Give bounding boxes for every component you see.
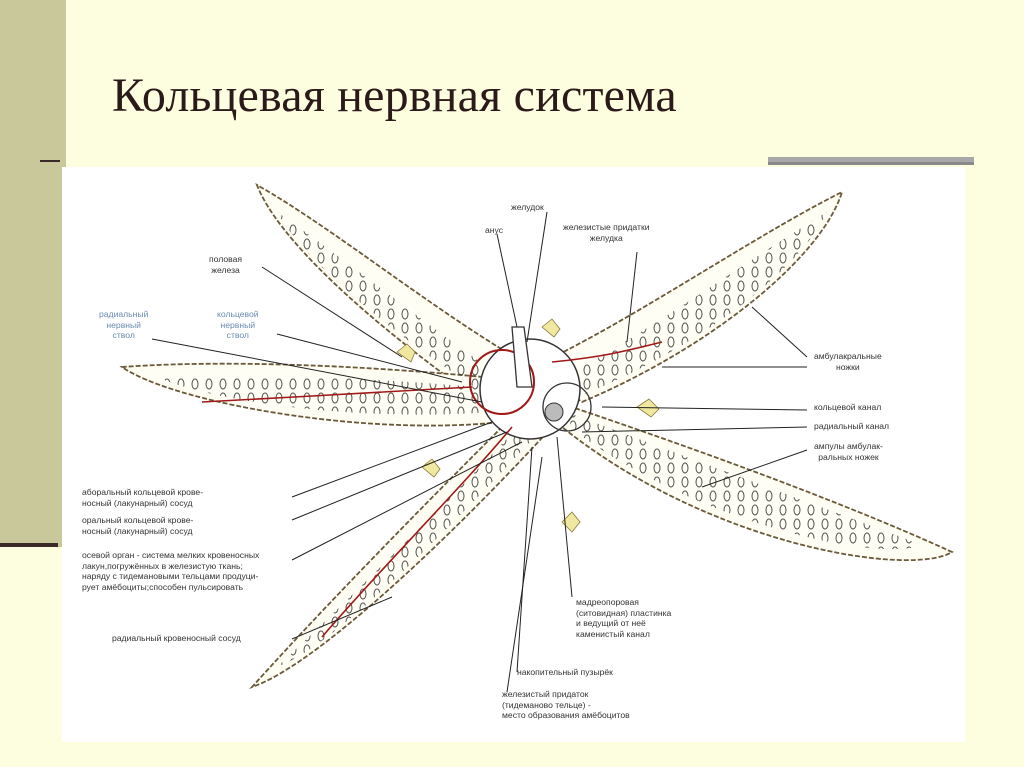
label-radial-canal: радиальный канал bbox=[814, 421, 890, 431]
central-disc bbox=[469, 326, 592, 440]
label-stomach-glands: железистые придатки желудка bbox=[563, 222, 650, 243]
vessel-upper-right bbox=[551, 341, 663, 363]
label-axial-organ: осевой орган - система мелких кровеносны… bbox=[82, 550, 260, 592]
title-divider bbox=[40, 160, 60, 162]
arm-upper-left bbox=[255, 182, 534, 404]
label-radial-nerve: радиальный нервный ствол bbox=[99, 309, 149, 340]
label-gonad: половая железа bbox=[209, 254, 243, 275]
label-ampullae: ампулы амбулак- ральных ножек bbox=[814, 441, 883, 462]
label-tube-feet: амбулакральные ножки bbox=[814, 351, 882, 372]
label-madreporite: мадреопоровая (ситовидная) пластинка и в… bbox=[576, 597, 672, 639]
label-oral-ring-vessel: оральный кольцевой крове- носный (лакуна… bbox=[82, 515, 194, 536]
left-accent-bar bbox=[0, 0, 66, 547]
label-tiedemann-body: железистый придаток (тидеманово тельце) … bbox=[502, 689, 630, 720]
vessel-left bbox=[201, 386, 473, 403]
vessel-lower-left bbox=[321, 426, 513, 638]
gonad-5 bbox=[561, 511, 581, 533]
gonad-4 bbox=[421, 458, 441, 478]
starfish-drawing bbox=[119, 182, 954, 693]
slide-title: Кольцевая нервная система bbox=[112, 69, 677, 122]
label-stomach: желудок bbox=[511, 202, 544, 212]
starfish-diagram: желудок анус железистые придатки желудка… bbox=[62, 167, 965, 742]
left-divider bbox=[0, 543, 58, 547]
label-ring-nerve: кольцевой нервный ствол bbox=[217, 309, 259, 340]
title-underline bbox=[768, 157, 974, 165]
arm-upper-right bbox=[530, 190, 844, 404]
label-storage-vesicle: накопительный пузырёк bbox=[517, 667, 613, 677]
gonad-1 bbox=[396, 343, 416, 363]
label-aboral-ring-vessel: аборальный кольцевой крове- носный (лаку… bbox=[82, 487, 204, 508]
label-radial-vessel: радиальный кровеносный сосуд bbox=[112, 633, 241, 643]
label-anus: анус bbox=[485, 225, 504, 235]
label-ring-canal: кольцевой канал bbox=[814, 402, 882, 412]
gonad-2 bbox=[541, 318, 561, 338]
